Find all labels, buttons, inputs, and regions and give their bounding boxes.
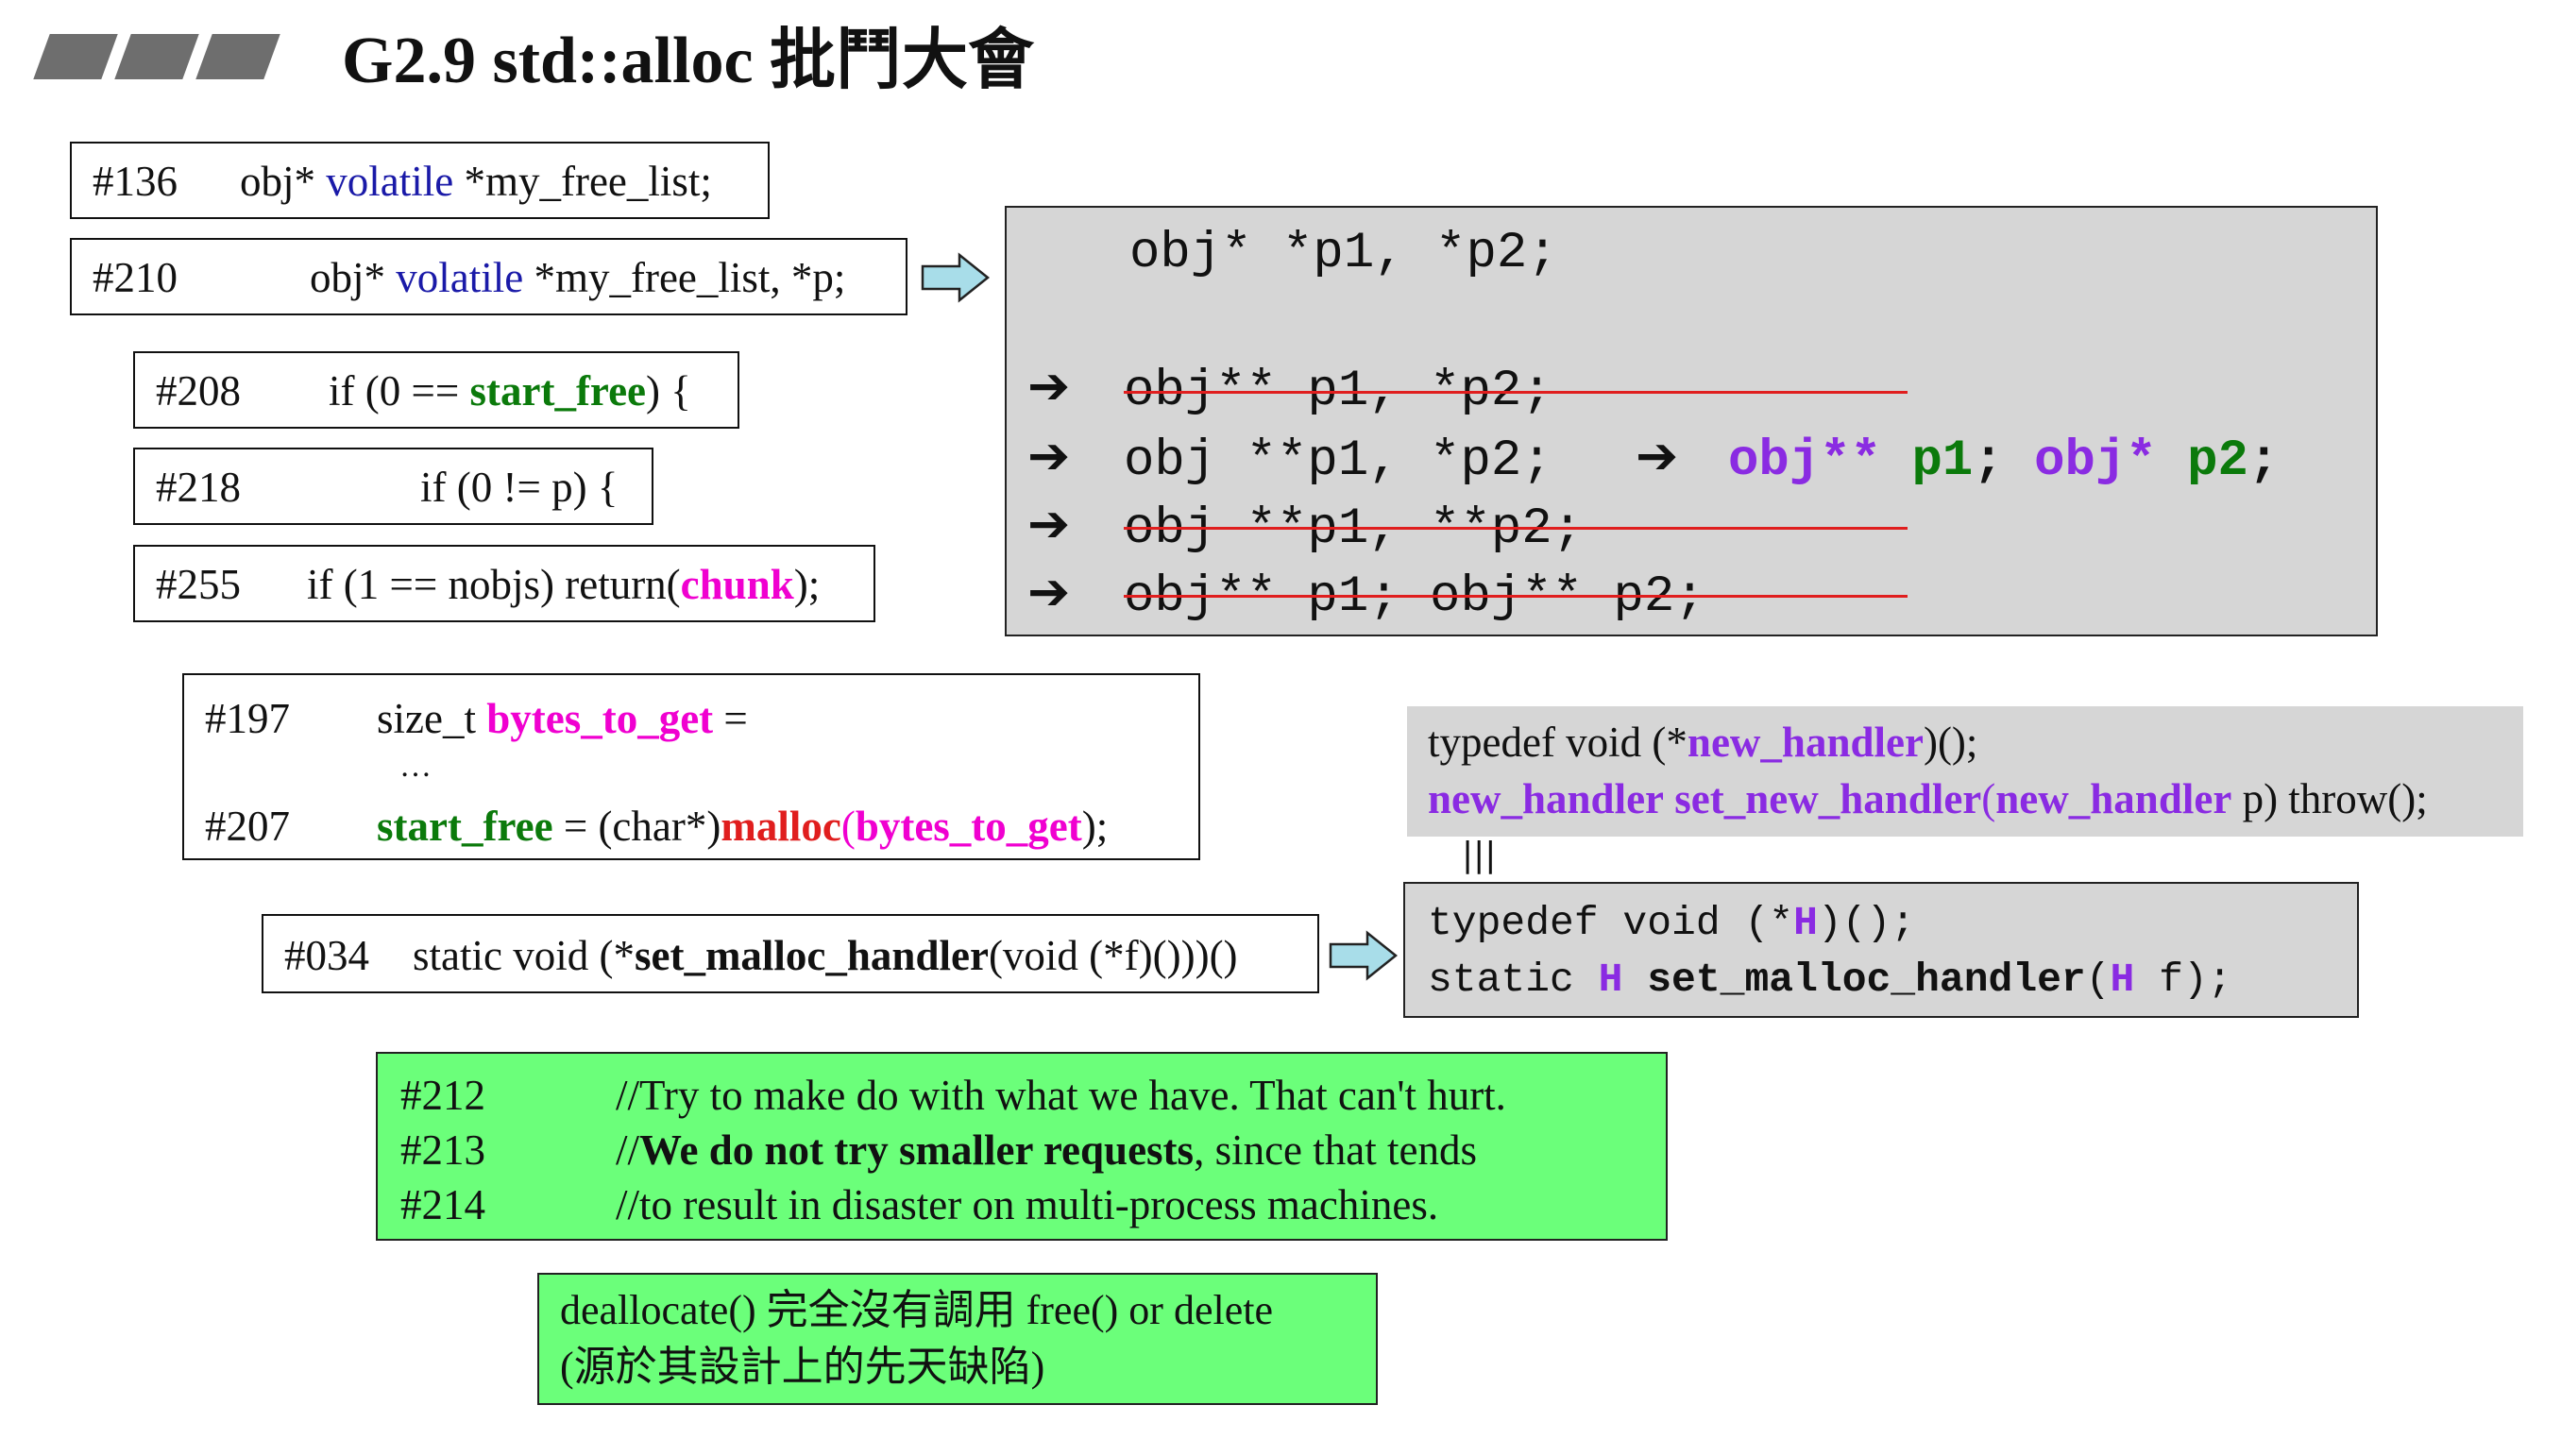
line-number: #255: [156, 561, 241, 608]
code-text: static H set_malloc_handler(H f);: [1428, 957, 2232, 1003]
right-arrow-icon: [921, 252, 991, 303]
code-text: if (1 == nobjs) return(chunk);: [307, 561, 821, 608]
code-text: start_free = (char*)malloc(bytes_to_get)…: [377, 803, 1109, 850]
line-034-box: #034 static void (*set_malloc_handler(vo…: [262, 914, 1319, 993]
line-number: #197: [205, 695, 290, 742]
line-208-box: #208 if (0 == start_free) {: [133, 351, 739, 429]
typedef-h-box: typedef void (*H)(); static H set_malloc…: [1403, 882, 2359, 1018]
new-handler-box: typedef void (*new_handler)(); new_handl…: [1407, 706, 2523, 837]
strike-line: [1124, 391, 1908, 394]
code-text: typedef void (*new_handler)();: [1428, 719, 1978, 766]
code-text: static void (*set_malloc_handler(void (*…: [413, 932, 1238, 979]
arrow-icon: ➔: [1027, 562, 1071, 621]
note-text: (源於其設計上的先天缺陷): [560, 1344, 1045, 1390]
pointer-declaration-box: obj* *p1, *p2; ➔ obj** p1, *p2; ➔ obj **…: [1005, 206, 2378, 636]
deallocate-note-box: deallocate() 完全沒有調用 free() or delete (源於…: [537, 1273, 1378, 1405]
comment-text: //Try to make do with what we have. That…: [616, 1072, 1506, 1119]
code-text: size_t bytes_to_get =: [377, 695, 748, 742]
decl-210-box: #210 obj* volatile *my_free_list, *p;: [70, 238, 907, 315]
code-text: typedef void (*H)();: [1428, 900, 1916, 946]
right-arrow-icon: [1329, 930, 1399, 981]
line-255-box: #255 if (1 == nobjs) return(chunk);: [133, 545, 875, 622]
code-text: new_handler set_new_handler(new_handler …: [1428, 775, 2428, 822]
arrow-icon: ➔: [1027, 356, 1071, 415]
code-text: obj* volatile *my_free_list, *p;: [310, 254, 846, 301]
code-line: obj* *p1, *p2;: [1129, 225, 1558, 282]
code-line-struck: obj** p1; obj** p2;: [1124, 568, 1705, 626]
code-text: if (0 == start_free) {: [329, 367, 691, 415]
line-218-box: #218 if (0 != p) {: [133, 448, 653, 525]
line-number: #218: [156, 464, 241, 511]
equivalence-sign: |||: [1462, 836, 1497, 874]
note-text: deallocate() 完全沒有調用 free() or delete: [560, 1287, 1273, 1333]
strike-line: [1124, 527, 1908, 530]
line-number: #136: [93, 158, 178, 205]
line-number: #207: [205, 803, 290, 850]
line-number: #214: [400, 1181, 485, 1228]
line-number: #034: [284, 932, 369, 979]
code-text: if (0 != p) {: [420, 464, 619, 511]
ellipsis: …: [399, 749, 432, 784]
arrow-icon: ➔: [1027, 426, 1071, 485]
line-number: #210: [93, 254, 178, 301]
bytes-to-get-box: #197 size_t bytes_to_get = … #207 start_…: [182, 673, 1200, 860]
arrow-icon: ➔: [1636, 426, 1679, 485]
arrow-icon: ➔: [1027, 494, 1071, 553]
line-number: #212: [400, 1072, 485, 1119]
page-title: G2.9 std::alloc 批鬥大會: [342, 25, 1035, 97]
comment-text: //We do not try smaller requests, since …: [616, 1126, 1477, 1174]
comment-box: #212 //Try to make do with what we have.…: [376, 1052, 1668, 1241]
line-number: #213: [400, 1126, 485, 1174]
code-line: obj **p1, *p2;: [1124, 432, 1552, 490]
line-number: #208: [156, 367, 241, 415]
code-line-answer: obj** p1; obj* p2;: [1728, 432, 2280, 490]
decl-136-box: #136 obj* volatile *my_free_list;: [70, 142, 770, 219]
code-text: obj* volatile *my_free_list;: [240, 158, 712, 205]
comment-text: //to result in disaster on multi-process…: [616, 1181, 1439, 1228]
strike-line: [1124, 595, 1908, 598]
code-line-struck: obj **p1, **p2;: [1124, 500, 1584, 558]
